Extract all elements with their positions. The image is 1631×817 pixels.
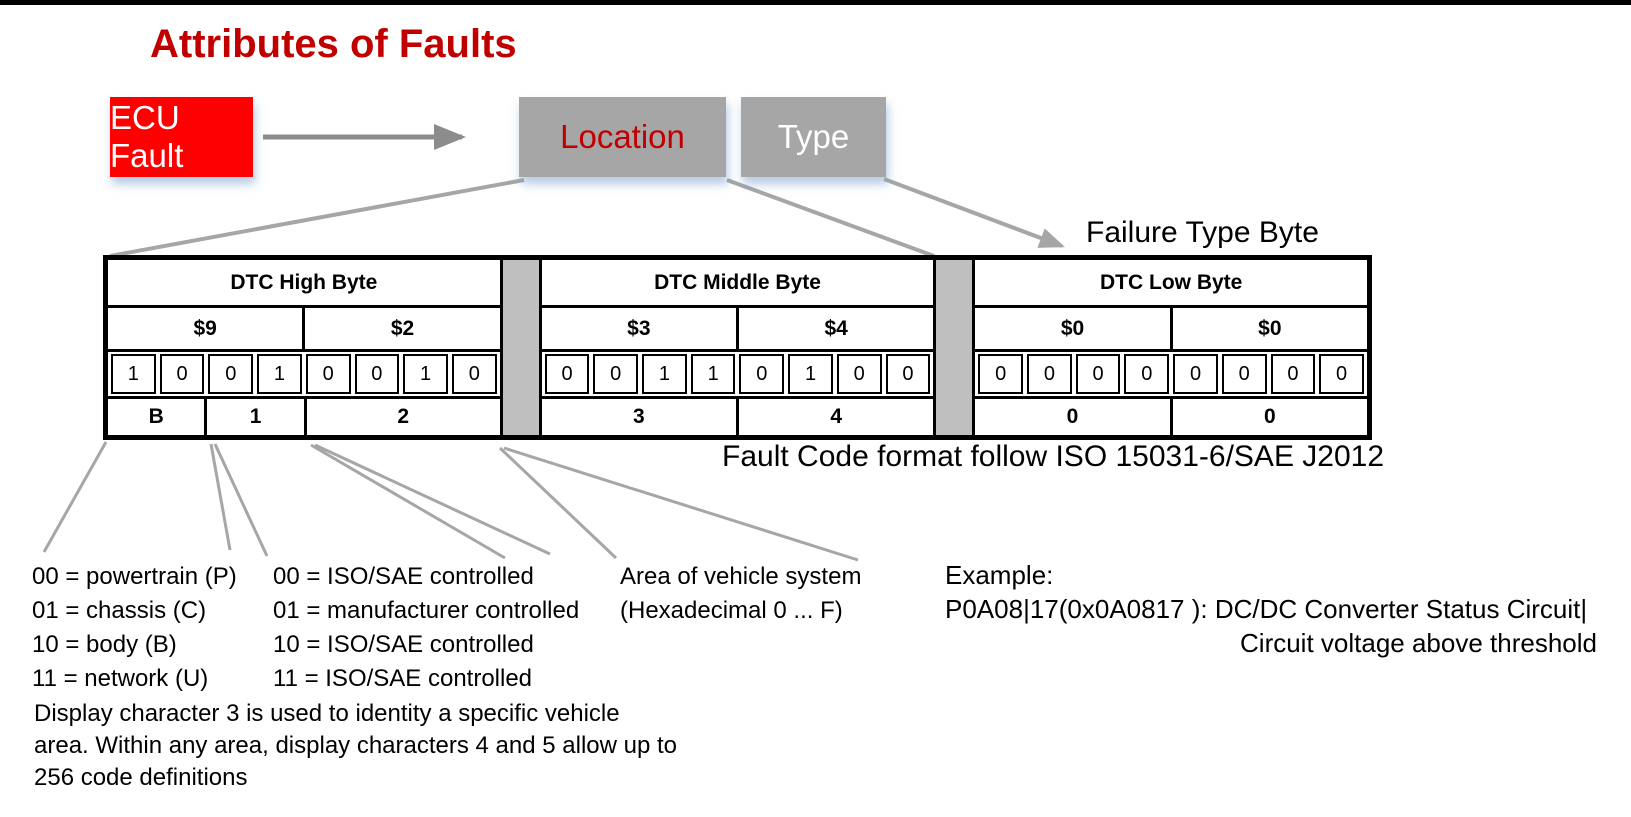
note-line: area. Within any area, display character… <box>34 732 678 759</box>
byte-gap-spacer <box>936 260 973 435</box>
leader-char2-to-control-legend-b <box>213 443 269 557</box>
bit-cell: 0 <box>885 354 931 394</box>
bit-cell: 0 <box>1124 354 1170 394</box>
bit-cell: 0 <box>1075 354 1121 394</box>
note-line: 256 code definitions <box>34 764 248 791</box>
dtc-byte-header: DTC Middle Byte <box>541 260 934 308</box>
location-box: Location <box>519 97 726 177</box>
byte-gap-spacer <box>502 260 539 435</box>
display-char-cell: 0 <box>1264 405 1276 428</box>
display-char-cell: B <box>108 399 208 435</box>
example-description-line: Circuit voltage above threshold <box>1240 628 1597 658</box>
legend-item-control: 00 = ISO/SAE controlled <box>273 563 534 590</box>
bit-cell: 0 <box>1270 354 1316 394</box>
nibble-value: $4 <box>824 316 848 340</box>
bit-cell: 0 <box>159 354 205 394</box>
bit-cell: 1 <box>403 354 448 394</box>
display-char-cell: 3 <box>542 399 740 435</box>
note-line: Display character 3 is used to identity … <box>34 700 620 727</box>
bit-cell: 1 <box>690 354 736 394</box>
legend-item-control: 01 = manufacturer controlled <box>273 597 580 624</box>
bit-cell: 0 <box>1027 354 1072 394</box>
failure-type-byte-caption: Failure Type Byte <box>1086 216 1319 249</box>
bit-cell: 0 <box>978 354 1024 394</box>
legend-item-system: 01 = chassis (C) <box>32 597 207 624</box>
vehicle-area-line: (Hexadecimal 0 ... F) <box>620 597 843 624</box>
bit-cell: 0 <box>1221 354 1267 394</box>
nibble-value: $9 <box>108 308 306 349</box>
nibble-value: $3 <box>542 308 740 349</box>
legend-control-codes: 00 = ISO/SAE controlled 01 = manufacturer… <box>273 560 579 696</box>
fault-code-format-caption: Fault Code format follow ISO 15031-6/SAE… <box>722 440 1385 473</box>
legend-item-system: 10 = body (B) <box>32 631 177 658</box>
nibble-value: $0 <box>975 308 1173 349</box>
bit-cell: 0 <box>1173 354 1218 394</box>
bit-cell: 0 <box>354 354 400 394</box>
leader-char3-fan-a <box>310 443 506 560</box>
bit-cell: 0 <box>739 354 785 394</box>
legend-item-system: 11 = network (U) <box>32 665 209 692</box>
bit-cell: 1 <box>257 354 302 394</box>
nibble-row: $9 $2 <box>108 308 500 352</box>
line-location-to-table-middle <box>726 178 935 258</box>
ecu-fault-label: ECU Fault <box>110 99 184 174</box>
nibble-value: $2 <box>390 316 415 340</box>
example-block: Example: P0A08|17(0x0A0817 ): DC/DC Conv… <box>945 558 1597 660</box>
leader-to-vehicle-area-right <box>503 446 859 562</box>
nibble-row: $3 $4 <box>541 308 934 352</box>
legend-item-control: 11 = ISO/SAE controlled <box>273 665 533 692</box>
example-code-line: P0A08|17(0x0A0817 ): DC/DC Converter Sta… <box>945 594 1588 624</box>
leader-char1-to-system-legend <box>42 441 108 553</box>
nibble-value: $0 <box>1258 316 1282 340</box>
display-char-cell: 4 <box>830 405 843 428</box>
bit-cell: 0 <box>208 354 254 394</box>
bit-cell: 0 <box>451 354 497 394</box>
bit-cell: 0 <box>836 354 882 394</box>
note-paragraph: Display character 3 is used to identity … <box>34 698 677 794</box>
nibble-row: $0 $0 <box>975 308 1368 352</box>
vehicle-area-line: Area of vehicle system <box>620 563 862 590</box>
dtc-byte-header: DTC High Byte <box>108 260 500 308</box>
bit-cell: 1 <box>788 354 833 394</box>
example-heading: Example: <box>945 560 1054 590</box>
vehicle-area-label: Area of vehicle system (Hexadecimal 0 ...… <box>620 560 861 628</box>
legend-system-codes: 00 = powertrain (P) 01 = chassis (C) 10 = … <box>32 560 237 696</box>
ecu-fault-box: ECU Fault <box>110 97 253 177</box>
bit-cell: 0 <box>544 354 590 394</box>
bit-cell: 0 <box>305 354 351 394</box>
leader-char3-fan-b <box>314 443 551 556</box>
page-title: Attributes of Faults <box>150 22 517 66</box>
type-label: Type <box>777 118 850 155</box>
legend-item-control: 10 = ISO/SAE controlled <box>273 631 534 658</box>
arrow-type-to-failure-type-byte <box>883 177 1065 248</box>
leader-char2-to-control-legend-a <box>209 443 232 551</box>
display-char-cell: 0 <box>975 399 1173 435</box>
slide-top-border <box>0 0 1631 5</box>
location-label: Location <box>560 118 685 155</box>
legend-item-system: 00 = powertrain (P) <box>32 563 237 590</box>
bit-cell: 1 <box>111 354 156 394</box>
dtc-byte-header: DTC Low Byte <box>975 260 1368 308</box>
type-box: Type <box>741 97 886 177</box>
bit-cell: 0 <box>593 354 639 394</box>
line-location-to-table-left <box>109 178 525 258</box>
bit-cell: 1 <box>642 354 687 394</box>
display-char-cell: 2 <box>397 405 410 428</box>
leader-to-vehicle-area-left <box>498 446 618 560</box>
bit-cell: 0 <box>1319 354 1364 394</box>
display-char-cell: 1 <box>207 399 307 435</box>
